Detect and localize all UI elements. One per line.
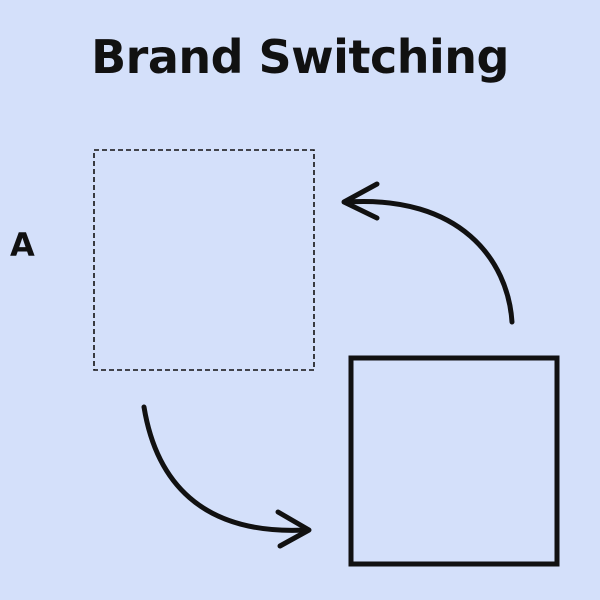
- diagram-title: Brand Switching: [91, 30, 509, 84]
- label-a: A: [10, 226, 35, 264]
- arrow-to-dashed-box: [341, 181, 515, 325]
- solid-box: [348, 355, 560, 567]
- arrow-to-solid-box: [141, 404, 312, 549]
- dashed-box: [93, 149, 315, 371]
